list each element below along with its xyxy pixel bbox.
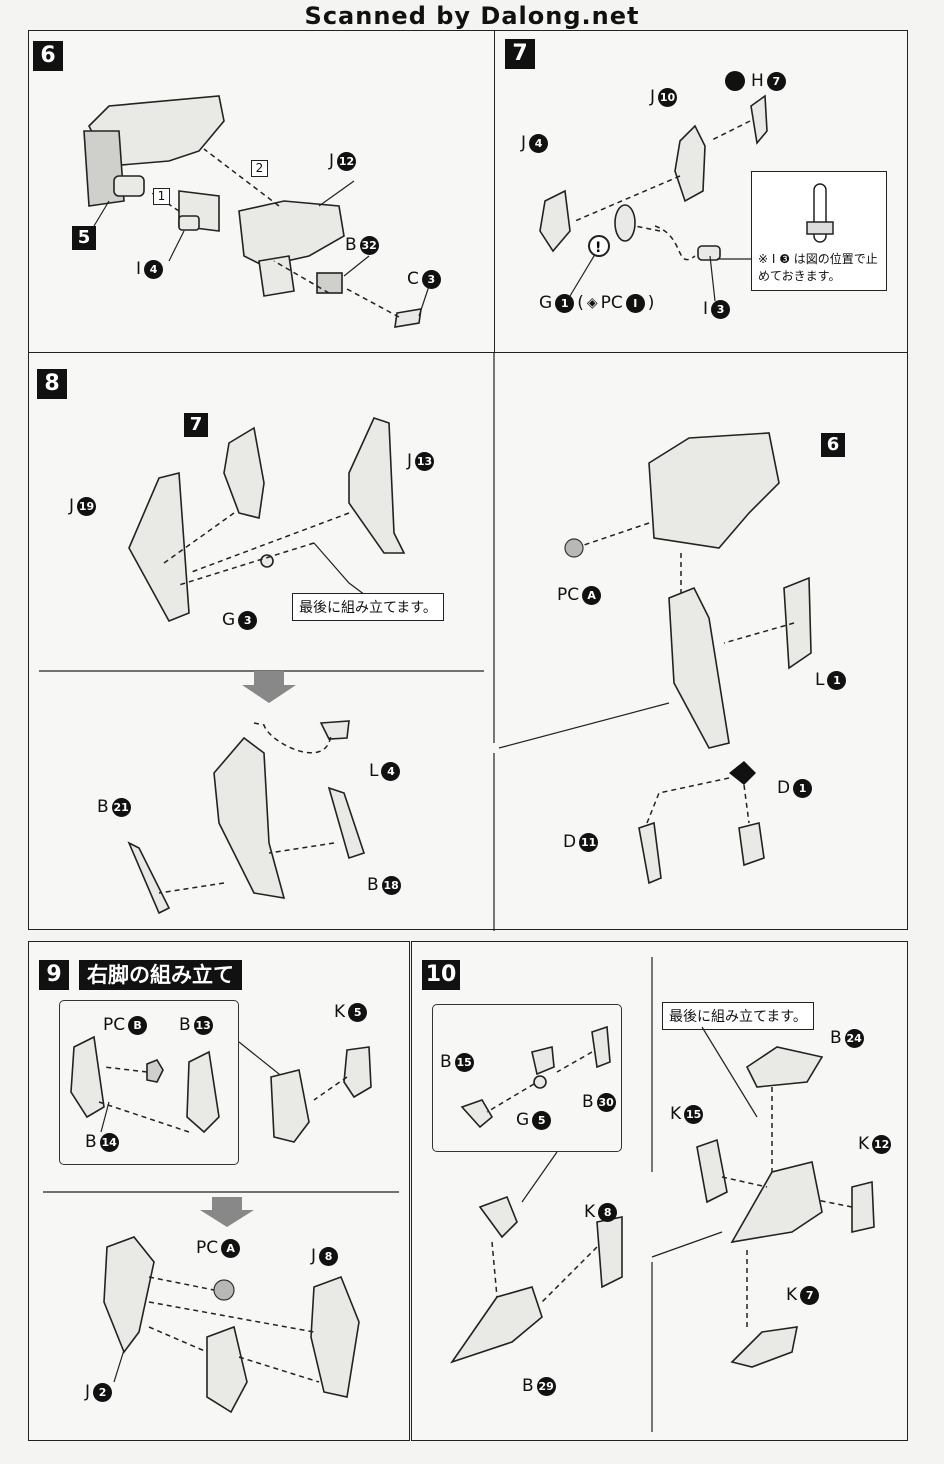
step-9-title: 右脚の組み立て <box>79 960 242 990</box>
step-6-sub-1: 1 <box>153 188 170 205</box>
step-8-note: 最後に組み立てます。 <box>292 593 444 621</box>
step-6-number: 6 <box>33 41 63 71</box>
step-7-number: 7 <box>505 39 535 69</box>
step-10-illustration <box>449 957 875 1432</box>
step-10-subassembly-box <box>432 1004 622 1152</box>
step-10-number: 10 <box>422 960 460 990</box>
scan-credit-header: Scanned by Dalong.net <box>304 2 640 30</box>
step-6-marker-5: 5 <box>72 226 96 250</box>
step-8-number: 8 <box>37 369 67 399</box>
step-9-number: 9 <box>39 960 69 990</box>
step-8-marker-7: 7 <box>184 413 208 437</box>
step-6-illustration <box>83 95 430 328</box>
svg-text:!: ! <box>595 240 601 256</box>
step-8-illustration <box>39 353 812 931</box>
step-8-marker-6: 6 <box>821 433 845 457</box>
pc-marker-icon: ◈ <box>586 295 598 311</box>
step-7-illustration: ! <box>539 71 768 302</box>
step-9-subassembly-box <box>59 1000 239 1165</box>
step-10-note: 最後に組み立てます。 <box>662 1002 814 1030</box>
pin-position-diagram <box>806 183 834 243</box>
step-6-sub-2: 2 <box>251 160 268 177</box>
step-7-note: ※ I ❸ は図の位置で止めておきます。 <box>751 171 887 291</box>
step-9-illustration <box>43 1035 399 1414</box>
